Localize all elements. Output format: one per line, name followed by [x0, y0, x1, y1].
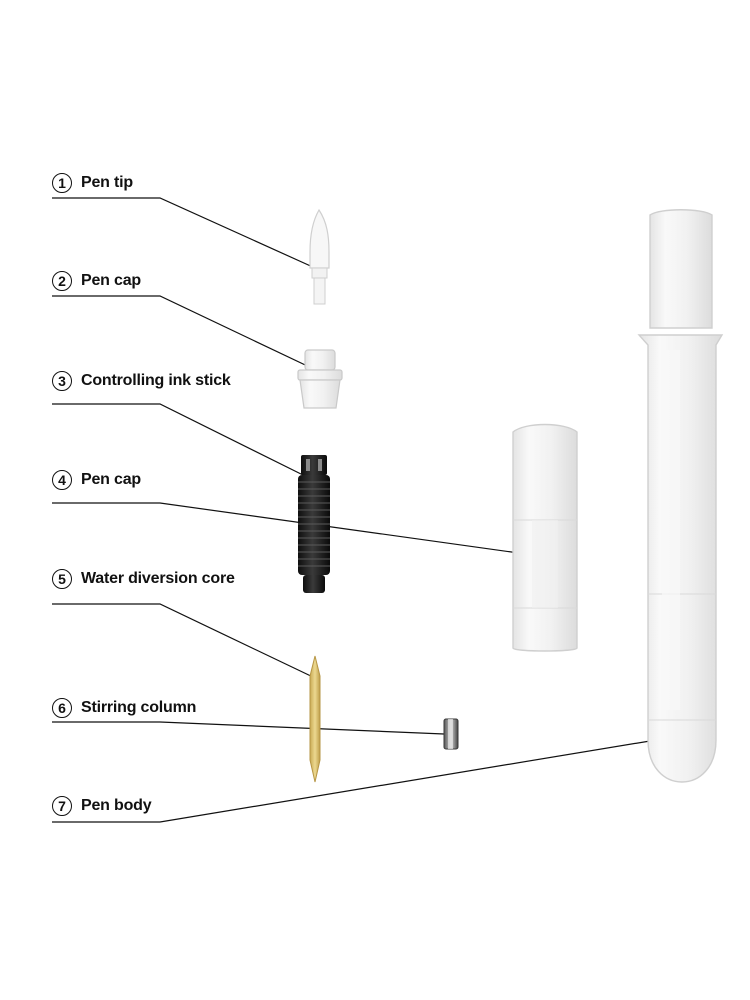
- part-number-2: 2: [52, 271, 72, 291]
- leader-line-7: [52, 737, 669, 823]
- part-label-3: 3 Controlling ink stick: [52, 368, 231, 394]
- part-label-7: 7 Pen body: [52, 793, 152, 819]
- part-name-2: Pen cap: [81, 272, 141, 289]
- part-number-6: 6: [52, 698, 72, 718]
- part-number-3: 3: [52, 371, 72, 391]
- leader-line-4: [52, 502, 541, 557]
- small-pen-cap-illustration: [297, 349, 343, 409]
- ink-stick-illustration: [298, 455, 330, 593]
- part-name-1: Pen tip: [81, 174, 133, 191]
- part-label-2: 2 Pen cap: [52, 268, 141, 294]
- part-label-5: 5 Water diversion core: [52, 566, 235, 592]
- part-name-4: Pen cap: [81, 471, 141, 488]
- part-number-5: 5: [52, 569, 72, 589]
- leader-line-5: [52, 603, 316, 679]
- part-name-6: Stirring column: [81, 699, 197, 716]
- part-label-6: 6 Stirring column: [52, 695, 196, 721]
- part-name-5: Water diversion core: [81, 570, 235, 587]
- pen-body-illustration: [637, 209, 724, 783]
- part-number-1: 1: [52, 173, 72, 193]
- part-label-4: 4 Pen cap: [52, 467, 141, 493]
- leader-line-2: [52, 295, 321, 373]
- part-label-1: 1 Pen tip: [52, 170, 133, 196]
- tube-pen-cap-illustration: [512, 423, 578, 652]
- water-core-illustration: [309, 655, 321, 783]
- leader-line-1: [52, 197, 316, 269]
- leader-line-6: [52, 721, 445, 735]
- stirring-column-illustration: [443, 718, 459, 750]
- part-number-4: 4: [52, 470, 72, 490]
- part-number-7: 7: [52, 796, 72, 816]
- part-name-3: Controlling ink stick: [81, 372, 231, 389]
- pen-tip-illustration: [309, 208, 330, 305]
- leader-line-3: [52, 403, 306, 477]
- part-name-7: Pen body: [81, 797, 152, 814]
